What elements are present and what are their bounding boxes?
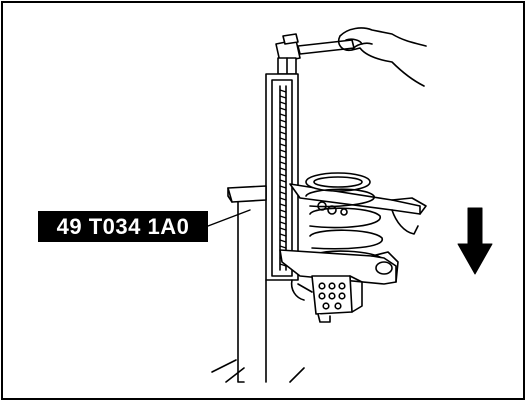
down-arrow-icon [457, 207, 493, 275]
hand-holding-wrench [337, 27, 427, 87]
callout-leader-line [207, 209, 251, 227]
column-assembly [265, 73, 299, 281]
bracket-plate [227, 185, 267, 203]
tool-number-label: 49 T034 1A0 [38, 211, 208, 242]
lower-spring-seat [279, 249, 399, 285]
top-nut [277, 57, 297, 75]
mounting-stand [211, 195, 305, 383]
spring-clamp-block [290, 275, 363, 323]
